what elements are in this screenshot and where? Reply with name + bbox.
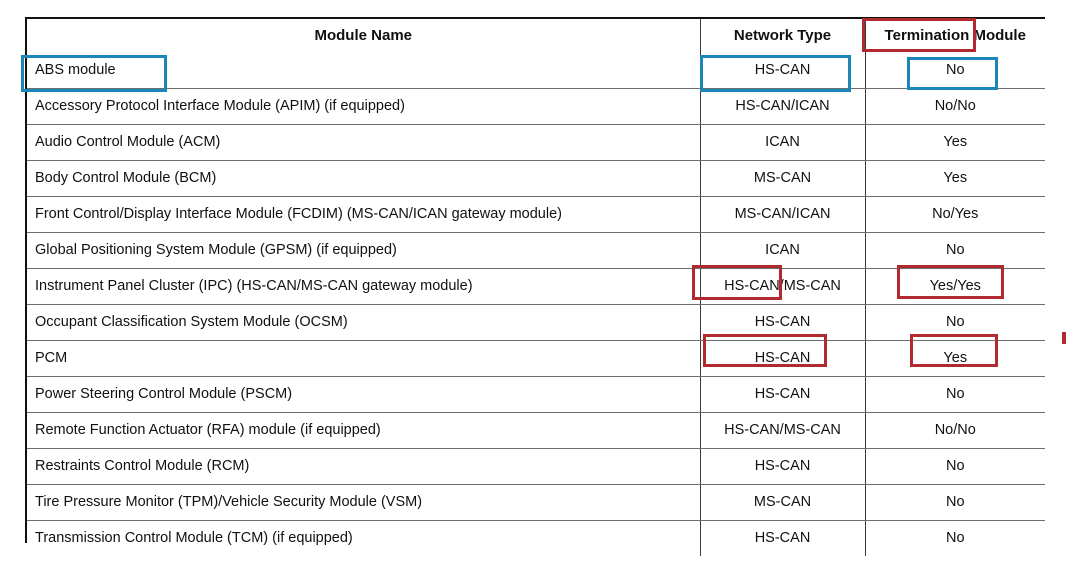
cell-network-type: MS-CAN/ICAN	[700, 196, 866, 233]
table-header: Module Name Network Type Termination Mod…	[27, 19, 1045, 53]
cell-module-name: Occupant Classification System Module (O…	[27, 304, 701, 341]
table-row: Front Control/Display Interface Module (…	[27, 196, 1045, 233]
cell-termination: No	[865, 53, 1045, 89]
cell-termination: Yes	[865, 340, 1045, 377]
cell-termination: No	[865, 232, 1045, 269]
cell-module-name: Remote Function Actuator (RFA) module (i…	[27, 412, 701, 449]
cell-network-type: ICAN	[700, 232, 866, 269]
cell-module-name: ABS module	[27, 53, 701, 89]
cell-termination: No/Yes	[865, 196, 1045, 233]
table-row: Remote Function Actuator (RFA) module (i…	[27, 412, 1045, 449]
table-row: Tire Pressure Monitor (TPM)/Vehicle Secu…	[27, 484, 1045, 521]
table-row: Accessory Protocol Interface Module (API…	[27, 88, 1045, 125]
cell-network-type: HS-CAN	[700, 304, 866, 341]
cell-termination: No	[945, 529, 965, 546]
table-row: Body Control Module (BCM) MS-CAN Yes	[27, 160, 1045, 197]
cell-network-type: MS-CAN	[700, 160, 866, 197]
table-row: PCM HS-CAN Yes	[27, 340, 1045, 377]
cell-network-type: HS-CAN/ICAN	[700, 88, 866, 125]
cell-module-name: Instrument Panel Cluster (IPC) (HS-CAN/M…	[27, 268, 701, 305]
margin-mark-right-icon	[1062, 332, 1066, 344]
cell-termination: No	[865, 448, 1045, 485]
table-row: Global Positioning System Module (GPSM) …	[27, 232, 1045, 269]
cell-network-type: ICAN	[700, 124, 866, 161]
table-row: Transmission Control Module (TCM) (if eq…	[27, 520, 1045, 556]
cell-module-name: Transmission Control Module (TCM) (if eq…	[27, 520, 701, 556]
header-termination-word: Termination	[884, 26, 970, 44]
table-row: Occupant Classification System Module (O…	[27, 304, 1045, 341]
header-row: Module Name Network Type Termination Mod…	[27, 19, 1045, 53]
cell-module-name: Restraints Control Module (RCM)	[27, 448, 701, 485]
cell-termination: No/No	[865, 412, 1045, 449]
column-header-termination-module: Termination Module	[865, 19, 1045, 53]
cell-module-name: Accessory Protocol Interface Module (API…	[27, 88, 701, 125]
cell-network-type: HS-CAN	[700, 376, 866, 413]
cell-module-name: Audio Control Module (ACM)	[27, 124, 701, 161]
cell-network-type: HS-CAN	[700, 520, 866, 556]
cell-termination: Yes	[865, 124, 1045, 161]
table-row: Power Steering Control Module (PSCM) HS-…	[27, 376, 1045, 413]
cell-network-type: MS-CAN	[700, 484, 866, 521]
cell-module-name: Tire Pressure Monitor (TPM)/Vehicle Secu…	[27, 484, 701, 521]
cell-termination: Yes	[865, 160, 1045, 197]
cell-termination: No	[865, 376, 1045, 413]
table-row: Instrument Panel Cluster (IPC) (HS-CAN/M…	[27, 268, 1045, 305]
column-header-module-name: Module Name	[27, 19, 701, 53]
cell-termination: No	[865, 304, 1045, 341]
cell-network-type: HS-CAN	[700, 53, 866, 89]
header-module-word: Module	[973, 26, 1026, 44]
cell-network-type: HS-CAN	[700, 448, 866, 485]
cell-network-type: HS-CAN/MS-CAN	[700, 412, 866, 449]
cell-network-type: HS-CAN/MS-CAN	[700, 268, 866, 305]
table-row: Restraints Control Module (RCM) HS-CAN N…	[27, 448, 1045, 485]
cell-termination: No	[865, 484, 1045, 521]
cell-termination: No/No	[865, 88, 1045, 125]
cell-network-type: HS-CAN	[700, 340, 866, 377]
cell-module-name: Power Steering Control Module (PSCM)	[27, 376, 701, 413]
table: Module Name Network Type Termination Mod…	[27, 19, 1045, 556]
cell-module-name: Global Positioning System Module (GPSM) …	[27, 232, 701, 269]
cell-module-name: PCM	[27, 340, 701, 377]
cell-module-name: Front Control/Display Interface Module (…	[27, 196, 701, 233]
cell-module-name: Body Control Module (BCM)	[27, 160, 701, 197]
table-row: Audio Control Module (ACM) ICAN Yes	[27, 124, 1045, 161]
network-module-table: Module Name Network Type Termination Mod…	[25, 17, 1045, 556]
table-row: ABS module HS-CAN No	[27, 53, 1045, 89]
column-header-network-type: Network Type	[700, 19, 866, 53]
table-body: ABS module HS-CAN No Accessory Protocol …	[27, 53, 1045, 556]
cell-termination: Yes/Yes	[865, 268, 1045, 305]
